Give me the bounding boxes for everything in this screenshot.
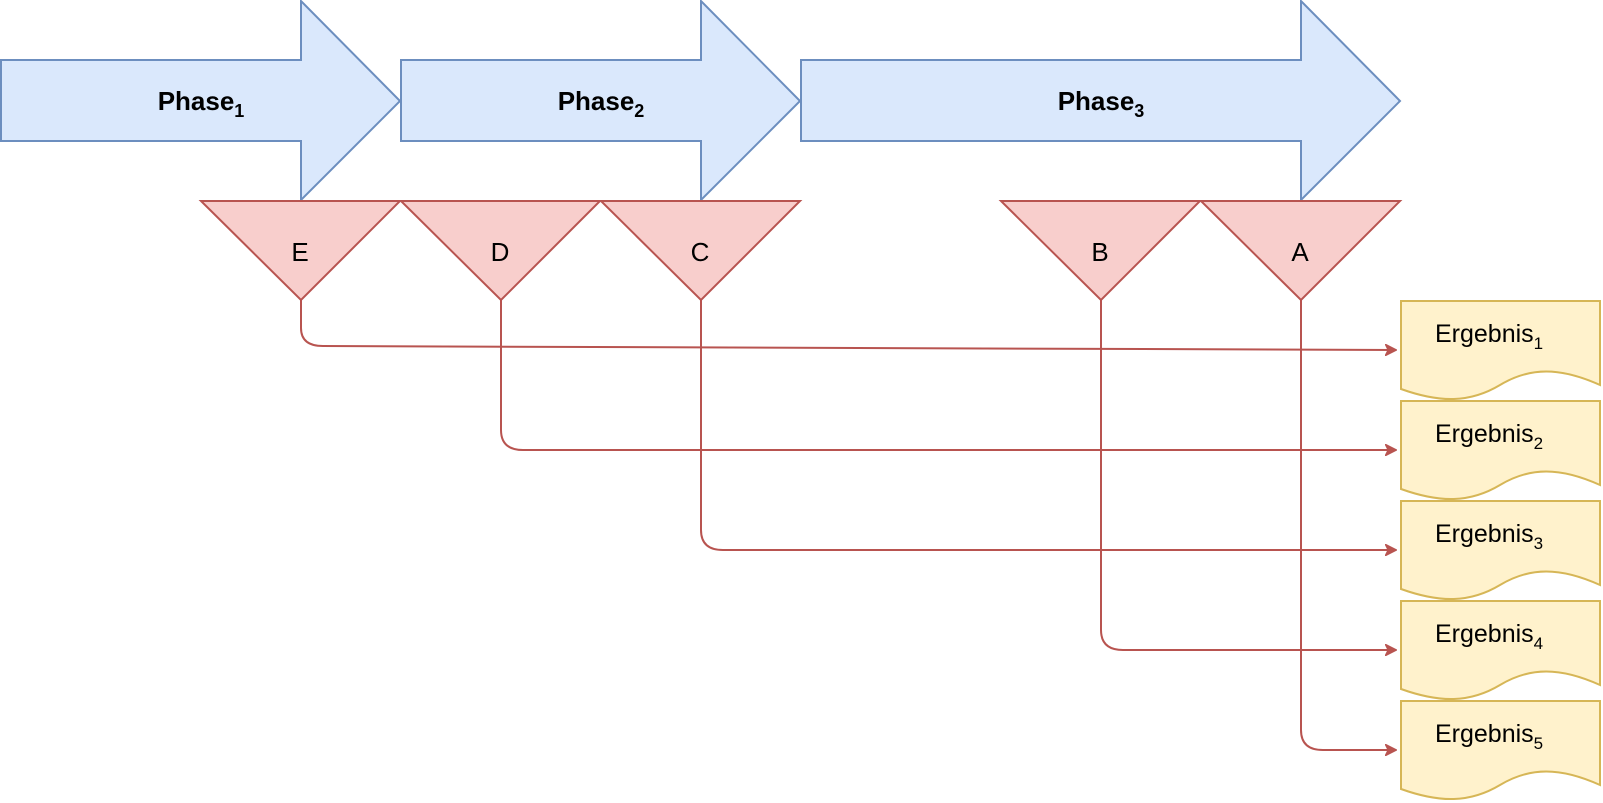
phase-arrow-2: Phase2 — [400, 0, 802, 203]
milestone-c: C — [598, 200, 803, 302]
connector-b-result-4 — [1100, 299, 1396, 650]
milestone-a-label: A — [1291, 237, 1309, 267]
phase-2-subscript: 2 — [634, 101, 644, 121]
connectors — [300, 299, 1396, 750]
result-5-name: Ergebnis — [1435, 720, 1534, 748]
result-2-label: Ergebnis2 — [1435, 420, 1543, 453]
phase-1-name: Phase — [158, 86, 235, 116]
phase-2-name: Phase — [558, 86, 635, 116]
result-document-3: Ergebnis3 — [1400, 500, 1601, 601]
phase-3-subscript: 3 — [1134, 101, 1144, 121]
result-5-label: Ergebnis5 — [1435, 720, 1543, 753]
connector-c-result-3 — [700, 299, 1396, 550]
result-4-label: Ergebnis4 — [1435, 620, 1543, 653]
milestone-b-shape — [998, 200, 1203, 302]
phase-arrow-3: Phase3 — [800, 0, 1402, 203]
result-4-name: Ergebnis — [1435, 620, 1534, 648]
milestone-c-label: C — [691, 237, 710, 267]
result-3-label: Ergebnis3 — [1435, 520, 1543, 553]
connector-a-result-5 — [1300, 299, 1396, 750]
result-document-5: Ergebnis5 — [1400, 700, 1601, 801]
milestone-c-shape — [598, 200, 803, 302]
result-1-label: Ergebnis1 — [1435, 320, 1543, 353]
phase-1-label: Phase1 — [158, 86, 245, 121]
result-2-subscript: 2 — [1534, 434, 1543, 453]
result-1-name: Ergebnis — [1435, 320, 1534, 348]
phase-3-label: Phase3 — [1058, 86, 1145, 121]
result-document-4-shape — [1400, 600, 1601, 701]
phase-arrow-3-shape — [800, 0, 1402, 203]
result-1-subscript: 1 — [1534, 334, 1543, 353]
phase-1-subscript: 1 — [234, 101, 244, 121]
result-document-4: Ergebnis4 — [1400, 600, 1601, 701]
milestone-b-label: B — [1091, 237, 1108, 267]
result-document-1: Ergebnis1 — [1400, 300, 1601, 401]
result-document-2-shape — [1400, 400, 1601, 501]
milestone-d: D — [398, 200, 603, 302]
result-3-subscript: 3 — [1534, 534, 1543, 553]
milestone-b: B — [998, 200, 1203, 302]
milestone-a-shape — [1198, 200, 1403, 302]
milestone-a: A — [1198, 200, 1403, 302]
result-document-5-shape — [1400, 700, 1601, 801]
result-document-3-shape — [1400, 500, 1601, 601]
phase-3-name: Phase — [1058, 86, 1135, 116]
connector-d-result-2 — [500, 299, 1396, 450]
result-3-name: Ergebnis — [1435, 520, 1534, 548]
milestone-d-label: D — [491, 237, 510, 267]
phase-2-label: Phase2 — [558, 86, 645, 121]
result-4-subscript: 4 — [1534, 634, 1543, 653]
milestone-e-label: E — [291, 237, 308, 267]
milestone-d-shape — [398, 200, 603, 302]
phase-arrow-2-shape — [400, 0, 802, 203]
result-5-subscript: 5 — [1534, 734, 1543, 753]
milestone-e-shape — [198, 200, 403, 302]
phase-arrow-1-shape — [0, 0, 402, 203]
connector-e-result-1 — [300, 299, 1396, 350]
result-document-1-shape — [1400, 300, 1601, 401]
phase-arrow-1: Phase1 — [0, 0, 402, 203]
milestone-e: E — [198, 200, 403, 302]
result-2-name: Ergebnis — [1435, 420, 1534, 448]
result-document-2: Ergebnis2 — [1400, 400, 1601, 501]
